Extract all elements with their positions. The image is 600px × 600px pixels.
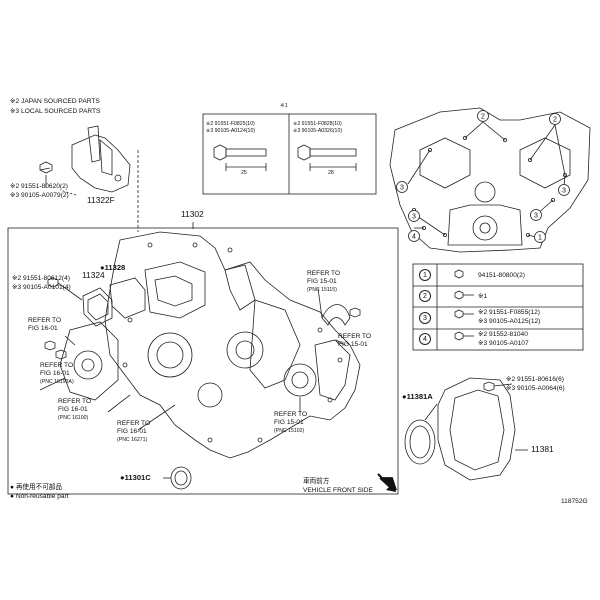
ref-fig15-b-2[interactable]: FIG 15-01 — [338, 341, 368, 348]
bolt-left-length: 25 — [241, 170, 247, 176]
ref-fig15-a-1[interactable]: REFER TO — [307, 270, 341, 277]
vehicle-front-label-en: VEHICLE FRONT SIDE — [303, 487, 373, 494]
bolt-left-line-2: ※3 90105-A0124(10) — [206, 128, 256, 134]
legend-row-3-text-1: ※2 91551-F0855(12) — [478, 309, 540, 316]
part-11381a: ●11381A — [402, 392, 433, 401]
ref-fig15-c-2[interactable]: FIG 15-01 — [274, 419, 304, 426]
ref-fig16-d-2[interactable]: FIG 16-01 — [117, 428, 147, 435]
legend-row-3-num: 3 — [419, 312, 431, 324]
ref-fig16-b-2[interactable]: FIG 16-01 — [40, 370, 70, 377]
rear-oil-seal-retainer-drawing — [404, 377, 528, 481]
legend-row-2-text: ※1 — [478, 293, 488, 300]
ref-fig16-c-2[interactable]: FIG 16-01 — [58, 406, 88, 413]
non-reuse-note-jp: ● 再使用不可部品 — [10, 484, 62, 491]
legend-row-1-num: 1 — [419, 269, 431, 281]
ref-fig16-a-2[interactable]: FIG 16-01 — [28, 325, 58, 332]
legend-row-3-text-2: ※3 90105-A0125(12) — [478, 318, 541, 325]
ref-fig16-d-3[interactable]: (PNC 16271) — [117, 437, 148, 443]
part-11381: 11381 — [531, 444, 554, 454]
svg-text:3: 3 — [562, 188, 566, 195]
bracket-bolt-line-2: ※3 90105-A0079(2) — [10, 192, 69, 199]
ref-fig16-b-1[interactable]: REFER TO — [40, 362, 74, 369]
svg-text:4: 4 — [412, 234, 416, 241]
svg-text:3: 3 — [534, 213, 538, 220]
part-11328: ●11328 — [100, 263, 126, 272]
ref-fig15-c-3[interactable]: (PNC 15102) — [274, 428, 305, 434]
svg-text:3: 3 — [412, 214, 416, 221]
bolt-right-length: 28 — [328, 170, 334, 176]
engine-front-view-drawing — [389, 107, 591, 253]
legend-row-4-text-2: ※3 90105-A0107 — [478, 340, 529, 347]
svg-text:1: 1 — [538, 235, 542, 242]
part-11324: 11324 — [82, 270, 105, 280]
bracket-bolt-line-1: ※2 91551-80620(2) — [10, 183, 68, 190]
legend-row-2-num: 2 — [419, 290, 431, 302]
note-local-sourced: ※3 LOCAL SOURCED PARTS — [10, 108, 101, 115]
bolt-left-line-1: ※2 91551-F0825(10) — [206, 121, 255, 127]
view-callouts: 2 2 3 3 3 3 4 1 — [396, 110, 570, 243]
bolt-spec-box — [202, 113, 377, 195]
ref-fig15-c-1[interactable]: REFER TO — [274, 411, 308, 418]
ref-fig15-b-1[interactable]: REFER TO — [338, 333, 372, 340]
ref-fig15-a-3[interactable]: (PNC 15115) — [307, 287, 337, 293]
legend-row-4-num: 4 — [419, 333, 431, 345]
bolt-28-drawing — [297, 144, 357, 171]
rear-bolts-line-1: ※2 91551-80616(6) — [506, 376, 564, 383]
svg-text:3: 3 — [400, 185, 404, 192]
ref-fig15-a-2[interactable]: FIG 15-01 — [307, 278, 337, 285]
bolt-right-line-2: ※3 90105-A0326(10) — [293, 128, 343, 134]
legend-row-4-text-1: ※2 91552-81040 — [478, 331, 528, 338]
bracket-11322f-drawing — [39, 125, 139, 232]
timing-chain-cover-drawing — [39, 231, 361, 490]
bolts-a-line-2: ※3 90105-A0101(4) — [12, 284, 71, 291]
ref-fig16-c-3[interactable]: (PNC 16100) — [58, 415, 89, 421]
legend-row-1-text: 94151-80800(2) — [478, 272, 525, 279]
assembly-frame — [7, 227, 399, 495]
rear-bolts-line-2: ※3 90105-A0064(6) — [506, 385, 565, 392]
non-reuse-note-en: ● Non-reusable part — [10, 493, 69, 500]
ref-fig16-a-1[interactable]: REFER TO — [28, 317, 62, 324]
ref-fig16-b-3[interactable]: (PNC 16193A) — [40, 379, 74, 385]
ref-fig16-c-1[interactable]: REFER TO — [58, 398, 92, 405]
note-japan-sourced: ※2 JAPAN SOURCED PARTS — [10, 98, 100, 105]
svg-text:2: 2 — [553, 117, 557, 124]
part-11322f: 11322F — [87, 195, 115, 205]
illustration-code: 118752G — [561, 498, 588, 505]
ref-fig16-d-1[interactable]: REFER TO — [117, 420, 151, 427]
part-11301c: ●11301C — [120, 473, 151, 482]
part-11302: 11302 — [181, 209, 204, 219]
vehicle-front-label-jp: 車両前方 — [303, 478, 330, 485]
bolt-right-line-1: ※2 91551-F0828(10) — [293, 121, 342, 127]
bolt-box-marker: ※1 — [280, 103, 288, 109]
svg-text:2: 2 — [481, 114, 485, 121]
bolts-a-line-1: ※2 91551-80612(4) — [12, 275, 70, 282]
bolt-25-drawing — [213, 144, 267, 171]
